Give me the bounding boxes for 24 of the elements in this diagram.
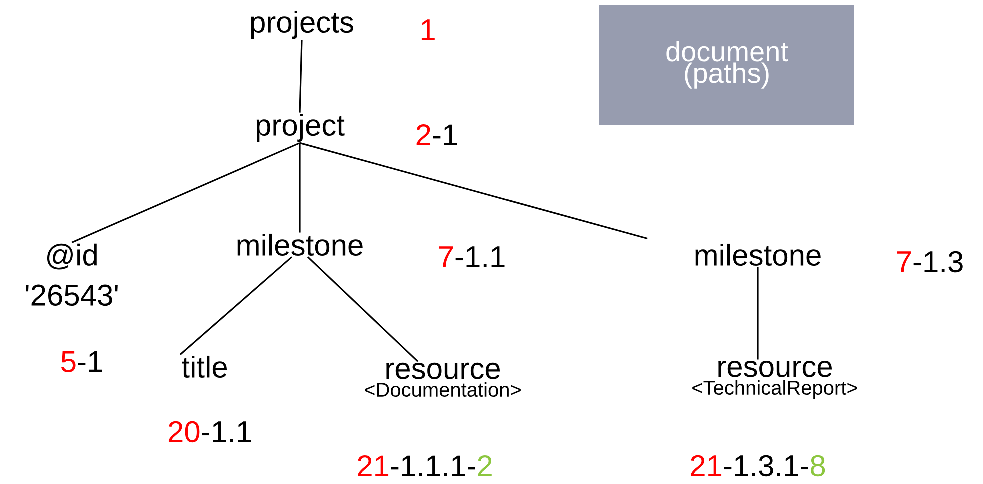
path-number: 7-1.3 [897, 251, 963, 273]
path-number: 7-1.1 [439, 246, 505, 268]
path-number: 20-1.1 [168, 421, 252, 443]
tree-line [180, 256, 293, 356]
tree-label: @id '26543' [26, 244, 118, 306]
tree-label: resource <Documentation> [365, 362, 521, 398]
tree-line [299, 143, 301, 233]
document-box: document (paths) [600, 5, 854, 125]
path-number: 21-1.1.1-2 [358, 456, 492, 476]
tree-label: milestone [696, 244, 821, 266]
tree-line [307, 256, 419, 362]
path-number: 5-1 [62, 352, 102, 372]
path-number: 2-1 [416, 124, 458, 146]
tree-label: resource <TechnicalReport> [692, 360, 858, 400]
path-number: 1 [422, 20, 435, 40]
tree-line [72, 142, 300, 244]
tree-line [300, 142, 648, 240]
tree-line [299, 40, 303, 113]
tree-label: title [182, 356, 228, 378]
tree-line [757, 267, 759, 360]
tree-label: milestone [238, 234, 363, 256]
path-number: 21-1.3.1-8 [691, 455, 826, 477]
tree-label: projects [251, 11, 354, 39]
tree-label: project [256, 114, 345, 142]
